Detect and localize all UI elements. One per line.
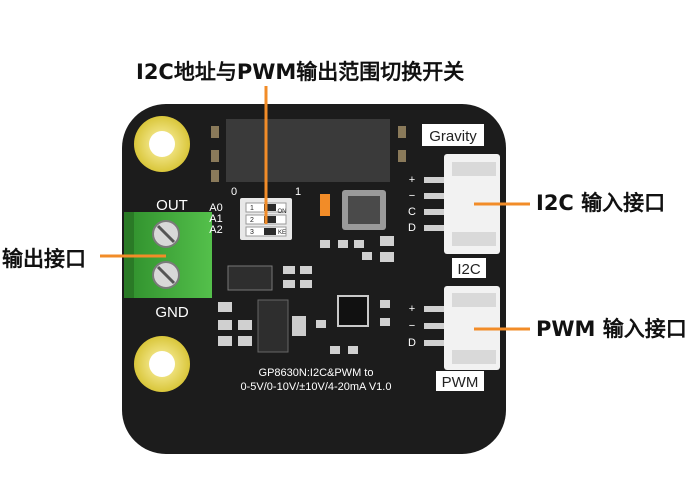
callout-i2c-input: I2C 输入接口 [536, 191, 666, 215]
addr-a2: A2 [209, 224, 222, 236]
addr-a0: A0 [209, 202, 222, 214]
dip-one-label: 1 [295, 186, 301, 198]
callout-switch: I2C地址与PWM输出范围切换开关 [136, 60, 465, 84]
dip-on-label: ON [278, 209, 287, 215]
dip-num-3: 3 [250, 229, 254, 236]
addr-a1: A1 [209, 213, 222, 225]
i2c-label: I2C [457, 261, 481, 278]
mounting-hole-bottom-left [134, 336, 190, 392]
pwm-pin-plus: + [409, 303, 415, 315]
i2c-connector [424, 154, 500, 254]
transistor [257, 299, 289, 353]
i2c-pin-plus: + [409, 174, 415, 186]
dip-num-2: 2 [250, 217, 254, 224]
dip-num-1: 1 [250, 205, 254, 212]
i2c-pin-minus: − [409, 190, 415, 202]
model-line-2: 0-5V/0-10V/±10V/4-20mA V1.0 [241, 381, 392, 393]
smd-components-top [211, 126, 406, 182]
dip-ke-label: KE [278, 230, 286, 236]
callout-pwm-input: PWM 输入接口 [536, 317, 687, 341]
i2c-label-box [452, 258, 486, 278]
top-module [226, 119, 390, 182]
out-label: OUT [156, 197, 188, 214]
pcb-board [122, 104, 506, 454]
i2c-pin-d: D [408, 222, 416, 234]
pwm-connector [424, 286, 500, 370]
gravity-label-box [422, 124, 484, 146]
smd-components-misc [218, 236, 394, 354]
mounting-hole-top-left [134, 116, 190, 172]
gravity-label: Gravity [429, 128, 477, 145]
i2c-pin-c: C [408, 206, 416, 218]
orange-cap [320, 194, 330, 216]
gnd-label: GND [155, 304, 189, 321]
model-line-1: GP8630N:I2C&PWM to [259, 367, 374, 379]
dip-zero-label: 0 [231, 186, 237, 198]
main-ic [337, 295, 369, 327]
pwm-label: PWM [442, 374, 479, 391]
diode [227, 265, 273, 291]
pwm-label-box [436, 371, 484, 391]
callout-output: 输出接口 [2, 247, 86, 271]
pwm-pin-d: D [408, 337, 416, 349]
pwm-pin-minus: − [409, 320, 415, 332]
transistor-tab [292, 316, 306, 336]
inductor [342, 190, 386, 230]
